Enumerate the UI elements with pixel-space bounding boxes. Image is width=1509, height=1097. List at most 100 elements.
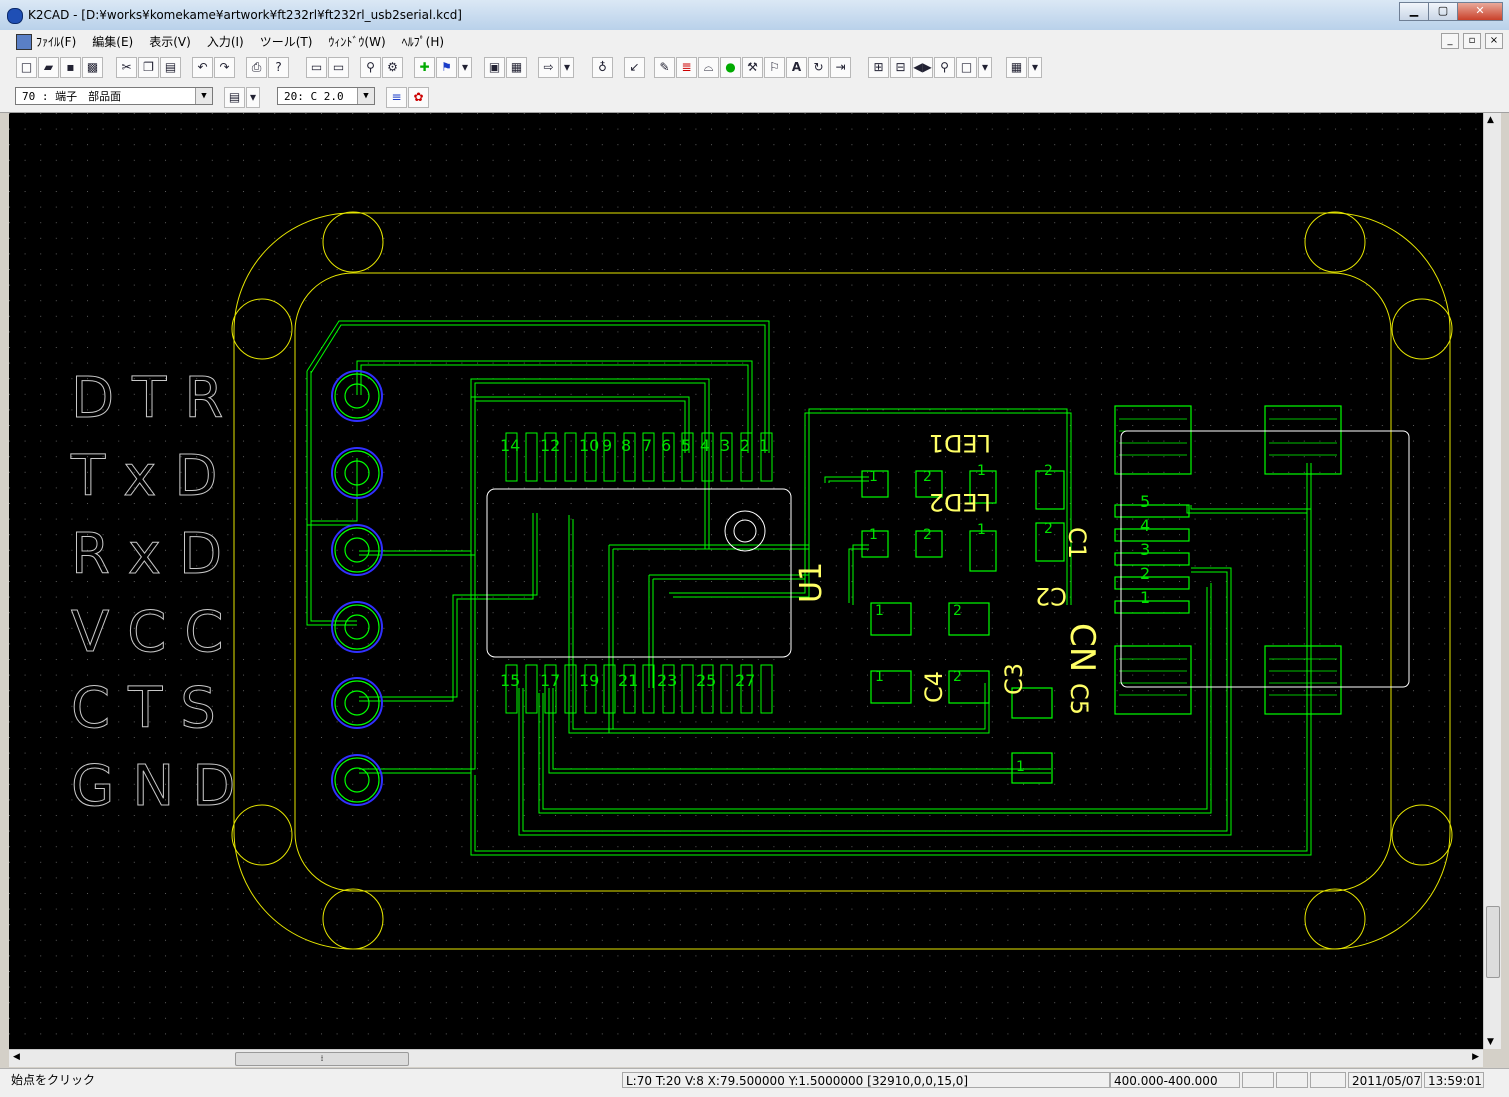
save-all-icon[interactable]: ▩ (82, 57, 103, 78)
zoom-out-icon[interactable]: ⊟ (890, 57, 911, 78)
replace-icon[interactable]: ⚙ (382, 57, 403, 78)
help-icon[interactable]: ? (268, 57, 289, 78)
cut-icon[interactable]: ✂ (116, 57, 137, 78)
pin-number: 9 (602, 436, 612, 455)
flag-icon[interactable]: ⚑ (436, 57, 457, 78)
scroll-up-icon[interactable]: ▲ (1487, 115, 1494, 125)
route-icon[interactable]: ⇥ (830, 57, 851, 78)
status-message: 始点をクリック (11, 1073, 96, 1087)
pin-number: 7 (642, 436, 652, 455)
layer-settings-dropdown-icon[interactable]: ▾ (246, 87, 260, 108)
top-pin-numbers: 14 12 10 9 8 7 6 5 4 3 2 1 (500, 436, 769, 455)
color-palette-icon[interactable]: ✿ (408, 87, 429, 108)
document-icon[interactable] (16, 34, 32, 50)
paste-icon[interactable]: ▤ (160, 57, 181, 78)
arrow-icon[interactable]: ↙ (624, 57, 645, 78)
pin-number: 4 (1140, 516, 1150, 535)
new-file-icon[interactable]: □ (16, 57, 37, 78)
header-pads (331, 370, 383, 806)
layer-down-icon[interactable]: ▭ (328, 57, 349, 78)
table-icon[interactable]: ▦ (1006, 57, 1027, 78)
print-icon[interactable]: ⎙ (246, 57, 267, 78)
menu-edit[interactable]: 編集(E) (92, 35, 134, 49)
layer-select-value: 70 : 端子 部品面 (22, 90, 122, 103)
maximize-button[interactable]: ▢ (1428, 2, 1458, 21)
main-toolbar: □ ▰ ▪ ▩ ✂ ❐ ▤ ↶ ↷ ⎙ ? ▭ ▭ ⚲ ⚙ ✚ ⚑ ▾ ▣ ▦ … (0, 52, 1509, 83)
layer-up-icon[interactable]: ▭ (306, 57, 327, 78)
marker-icon[interactable]: ⚐ (764, 57, 785, 78)
zoom-in-icon[interactable]: ⊞ (868, 57, 889, 78)
zoom-fit-icon[interactable]: ◀▶ (912, 57, 933, 78)
vertical-scroll-thumb[interactable] (1486, 906, 1500, 978)
scroll-down-icon[interactable]: ▼ (1487, 1037, 1494, 1047)
pin-number: 1 (1140, 588, 1150, 607)
minimize-button[interactable]: ▁ (1399, 2, 1429, 21)
signal-labels: DTR TxD RxD VCC CTS GND (70, 366, 242, 820)
chevron-down-icon[interactable]: ▼ (195, 88, 212, 104)
layer-settings-icon[interactable]: ▤ (224, 87, 245, 108)
doc-minimize-button[interactable]: _ (1441, 33, 1459, 49)
circle-icon[interactable]: ● (720, 57, 741, 78)
scroll-right-icon[interactable]: ▶ (1472, 1052, 1479, 1062)
menu-help[interactable]: ﾍﾙﾌﾟ(H) (401, 35, 445, 49)
magnify-icon[interactable]: ⚲ (934, 57, 955, 78)
menu-window[interactable]: ｳｨﾝﾄﾞｳ(W) (328, 35, 386, 49)
text-icon[interactable]: A (786, 57, 807, 78)
label-led2: LED2 (929, 488, 991, 516)
pad-number: 1 (869, 469, 878, 485)
pad-number: 2 (1044, 521, 1053, 537)
menu-input[interactable]: 入力(I) (206, 35, 244, 49)
horizontal-scrollbar[interactable]: ◀ ⁞ ▶ (9, 1049, 1483, 1067)
u1-top-pins (505, 432, 773, 482)
pen-icon[interactable]: ✎ (654, 57, 675, 78)
close-button[interactable]: ✕ (1457, 2, 1503, 21)
add-icon[interactable]: ✚ (414, 57, 435, 78)
horizontal-scroll-thumb[interactable]: ⁞ (235, 1052, 409, 1066)
rotate-icon[interactable]: ↻ (808, 57, 829, 78)
pad-number: 1 (875, 669, 884, 685)
spring-icon[interactable]: ≣ (676, 57, 697, 78)
label-txd: TxD (70, 444, 235, 509)
label-vcc: VCC (71, 600, 242, 665)
menu-tools[interactable]: ツール(T) (259, 35, 313, 49)
window-icon[interactable]: ▣ (484, 57, 505, 78)
pin-number: 5 (681, 436, 691, 455)
brush-icon[interactable]: ⚒ (742, 57, 763, 78)
line-style-icon[interactable]: ≡ (386, 87, 407, 108)
pad-number: 2 (1044, 463, 1053, 479)
usb-outline (1120, 430, 1410, 688)
copy-icon[interactable]: ❐ (138, 57, 159, 78)
chevron-down-icon[interactable]: ▼ (357, 88, 374, 104)
title-bar: K2CAD - [D:¥works¥komekame¥artwork¥ft232… (0, 0, 1509, 31)
line-width-select[interactable]: 20: C 2.0 ▼ (277, 87, 375, 105)
export-dropdown-icon[interactable]: ▾ (560, 57, 574, 78)
menu-view[interactable]: 表示(V) (149, 35, 191, 49)
status-date: 2011/05/07 (1348, 1072, 1422, 1088)
doc-restore-button[interactable]: ▫ (1463, 33, 1481, 49)
vertical-scrollbar[interactable]: ▲ ▼ (1483, 113, 1501, 1049)
redo-icon[interactable]: ↷ (214, 57, 235, 78)
pad-number: 1 (1016, 759, 1025, 775)
layer-select[interactable]: 70 : 端子 部品面 ▼ (15, 87, 213, 105)
table-dropdown-icon[interactable]: ▾ (1028, 57, 1042, 78)
bridge-icon[interactable]: ⌓ (698, 57, 719, 78)
flag-dropdown-icon[interactable]: ▾ (458, 57, 472, 78)
status-bar: 始点をクリック L:70 T:20 V:8 X:79.500000 Y:1.50… (0, 1068, 1509, 1097)
export-icon[interactable]: ⇨ (538, 57, 559, 78)
save-icon[interactable]: ▪ (60, 57, 81, 78)
menu-file[interactable]: ﾌｧｲﾙ(F) (36, 35, 77, 49)
doc-close-button[interactable]: × (1485, 33, 1503, 49)
u1-bottom-pins (505, 664, 773, 714)
undo-icon[interactable]: ↶ (192, 57, 213, 78)
grid-icon[interactable]: ▦ (506, 57, 527, 78)
pin-icon[interactable]: ♁ (592, 57, 613, 78)
app-icon[interactable] (7, 8, 23, 24)
pin-number: 19 (579, 671, 599, 690)
find-icon[interactable]: ⚲ (360, 57, 381, 78)
pad-number: 1 (977, 522, 986, 538)
view-box-icon[interactable]: □ (956, 57, 977, 78)
scroll-left-icon[interactable]: ◀ (13, 1052, 20, 1062)
pcb-canvas[interactable]: DTR TxD RxD VCC CTS GND U1 LED1 LED2 C1 … (9, 113, 1483, 1049)
open-folder-icon[interactable]: ▰ (38, 57, 59, 78)
view-dropdown-icon[interactable]: ▾ (978, 57, 992, 78)
